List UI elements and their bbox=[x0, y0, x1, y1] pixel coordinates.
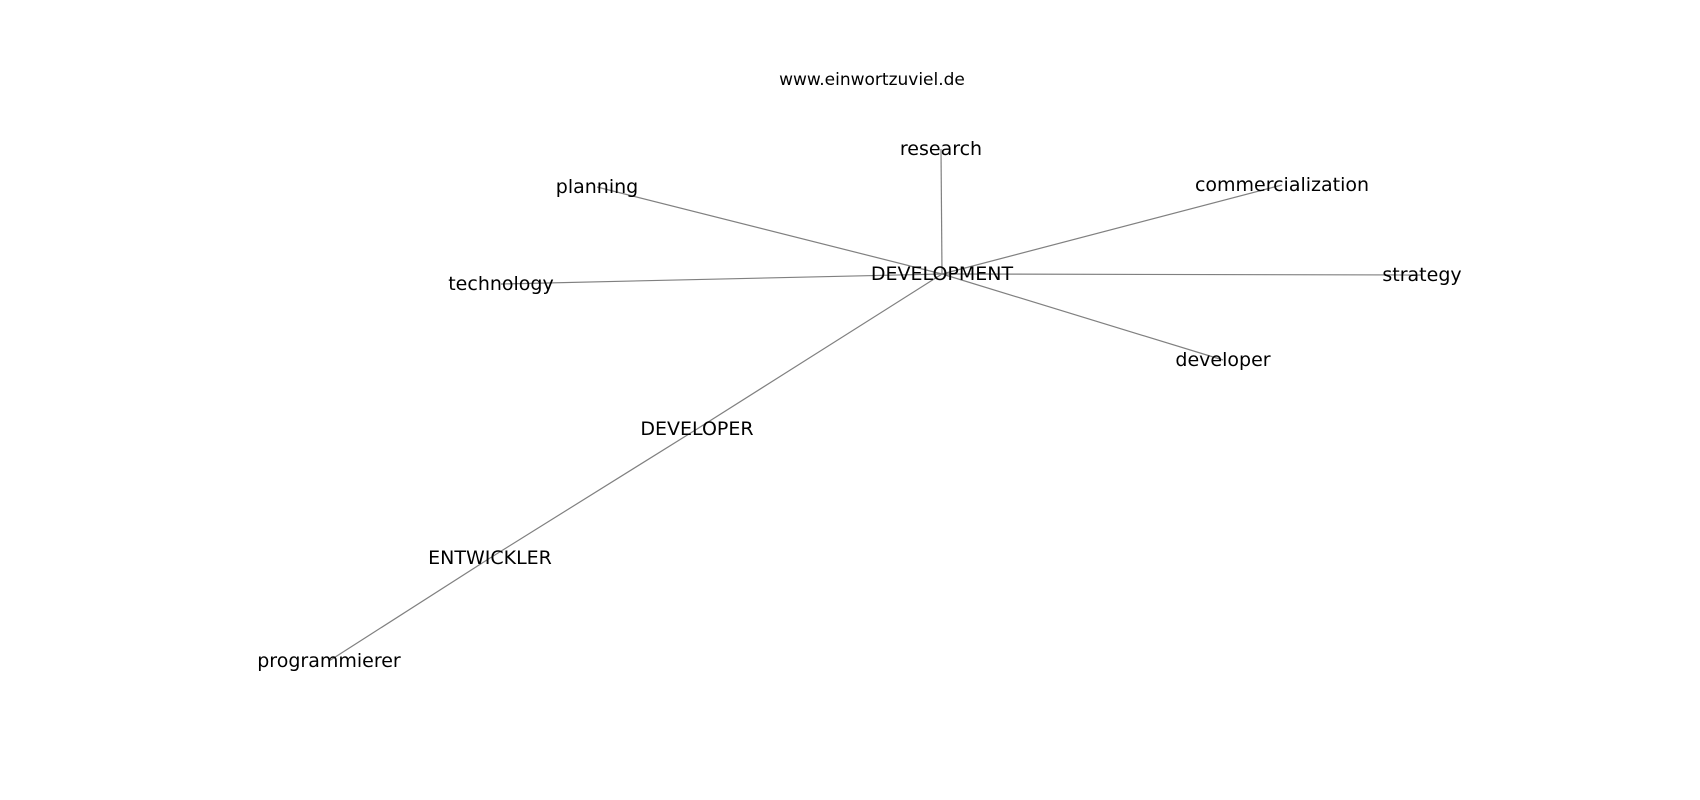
node-label-strategy: strategy bbox=[1382, 264, 1461, 286]
edge-development-developer_lower bbox=[941, 273, 1224, 361]
edge-developer_upper-entwickler bbox=[489, 428, 698, 559]
node-label-technology: technology bbox=[448, 273, 554, 295]
graph-nodes: DEVELOPMENT research planning commercializa… bbox=[257, 138, 1461, 672]
node-label-developer-lower: developer bbox=[1175, 349, 1270, 371]
node-label-developer-upper: DEVELOPER bbox=[640, 418, 753, 440]
node-label-programmierer: programmierer bbox=[257, 650, 401, 672]
node-label-development: DEVELOPMENT bbox=[871, 263, 1014, 285]
node-label-research: research bbox=[900, 138, 982, 160]
node-label-planning: planning bbox=[556, 176, 638, 198]
node-label-commercialization: commercialization bbox=[1195, 174, 1369, 196]
watermark-text: www.einwortzuviel.de bbox=[779, 70, 965, 90]
node-label-entwickler: ENTWICKLER bbox=[428, 547, 552, 569]
graph-edges bbox=[328, 148, 1423, 662]
edge-development-developer_upper bbox=[696, 273, 943, 430]
edge-development-strategy bbox=[941, 273, 1423, 276]
edge-development-research bbox=[940, 148, 943, 275]
edge-entwickler-programmierer bbox=[328, 557, 491, 662]
edge-development-technology bbox=[500, 273, 943, 285]
edge-development-planning bbox=[596, 186, 943, 275]
edge-development-commercialization bbox=[941, 184, 1283, 275]
